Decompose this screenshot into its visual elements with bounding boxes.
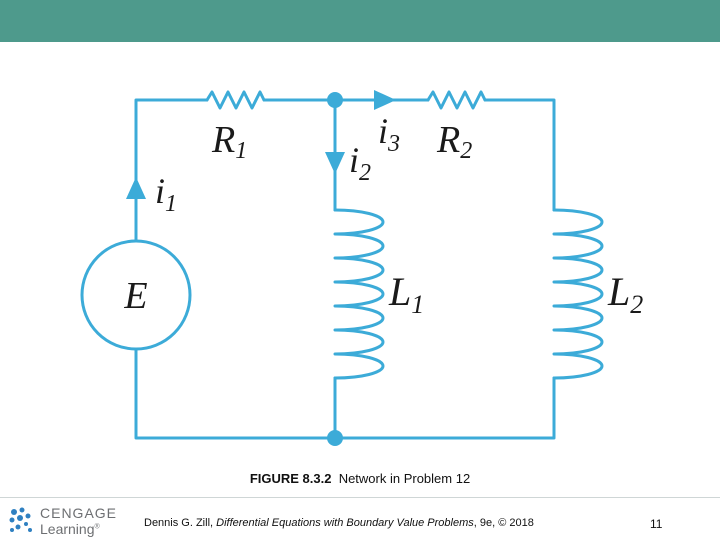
cengage-logo: CENGAGE Learning® [8,504,128,538]
circuit-diagram: R1 R2 i3 i2 i1 L1 L2 E [80,90,643,446]
junction-node-bottom [327,430,343,446]
book-title: Differential Equations with Boundary Val… [216,517,474,529]
wire-top-right [483,98,556,212]
figure-caption: FIGURE 8.3.2 Network in Problem 12 [0,471,720,486]
voltage-source-circle [80,239,192,351]
wire-bottom [134,347,556,440]
arrow-i2-down [325,152,345,174]
label-e: E [123,275,147,317]
cengage-mark-icon [9,507,32,532]
header-band [0,0,720,42]
label-i2: i2 [349,140,371,186]
arrow-i3-right [374,90,396,110]
resistor-r2 [426,90,487,110]
slide-number: 11 [650,517,663,531]
label-l2: L2 [607,269,643,319]
logo-text-learning: Learning® [40,521,100,537]
wire-left-top [134,98,209,243]
label-l1: L1 [388,269,424,319]
junction-node-top [327,92,343,108]
inductor-l1-coil [333,208,385,380]
label-i1: i1 [155,171,177,217]
resistor-r1 [205,90,266,110]
label-r2: R2 [436,119,472,164]
source-credit: Dennis G. Zill, Differential Equations w… [144,517,534,529]
caption-text: Network in Problem 12 [338,471,471,486]
logo-text-cengage: CENGAGE [40,505,118,521]
inductor-l2-coil [552,208,604,380]
label-i3: i3 [378,111,400,157]
label-r1: R1 [211,119,247,164]
figure-number: FIGURE 8.3.2 [249,471,332,486]
arrow-i1-up [126,177,146,199]
footer-divider [0,497,720,498]
